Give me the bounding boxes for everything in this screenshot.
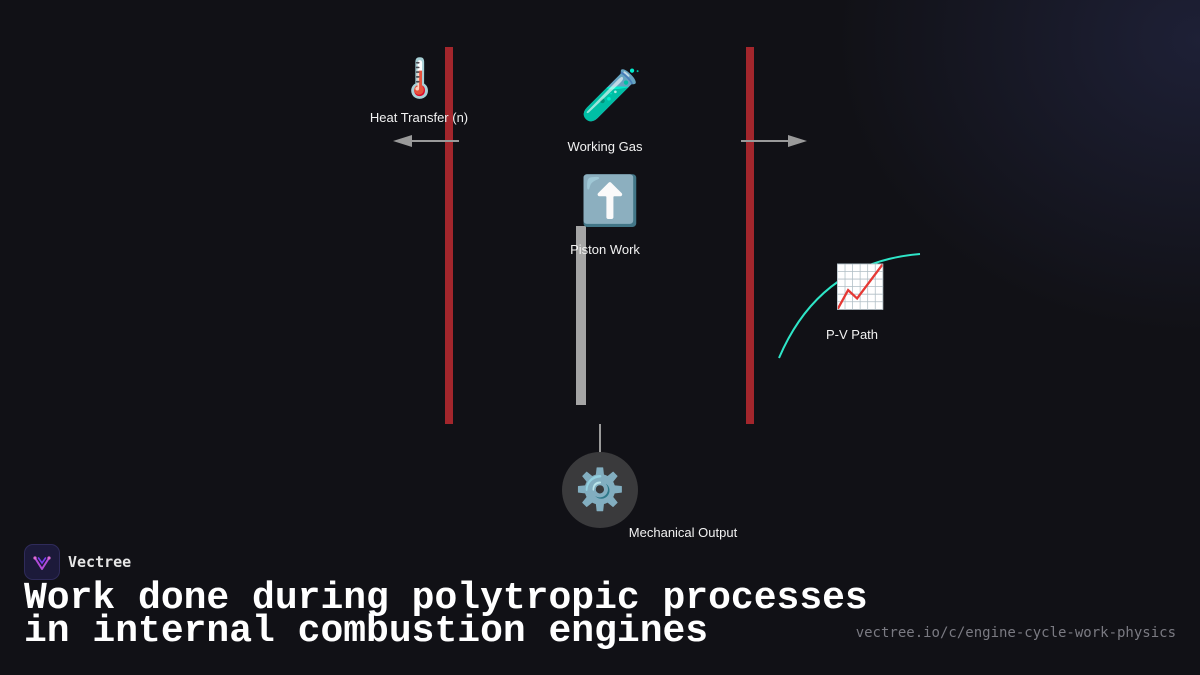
heat-out-arrow-right bbox=[741, 135, 807, 147]
chart-increasing-icon: 📈 bbox=[834, 263, 887, 310]
piston-work-label: Piston Work bbox=[570, 242, 640, 257]
pv-path-label: P-V Path bbox=[825, 327, 879, 342]
cylinder-wall-right bbox=[746, 47, 754, 424]
page-title: Work done during polytropic processes in… bbox=[24, 580, 868, 651]
brand: Vectree bbox=[24, 544, 131, 580]
vectree-logo-icon bbox=[24, 544, 60, 580]
heat-out-arrow-left bbox=[393, 135, 459, 147]
thermometer-icon: 🌡️ bbox=[396, 58, 444, 100]
source-url: vectree.io/c/engine-cycle-work-physics bbox=[855, 625, 1176, 641]
up-arrow-icon: ⬆️ bbox=[580, 175, 640, 228]
pv-curve bbox=[778, 253, 921, 359]
working-gas-label: Working Gas bbox=[567, 139, 643, 154]
crank-connector bbox=[599, 424, 601, 454]
title-line-2: in internal combustion engines bbox=[24, 610, 709, 653]
gear-icon: ⚙️ bbox=[575, 468, 625, 512]
piston-rod bbox=[576, 226, 586, 405]
mechanical-output-node: ⚙️ bbox=[562, 452, 638, 528]
mechanical-output-label: Mechanical Output bbox=[628, 525, 738, 540]
title-line-1: Work done during polytropic processes bbox=[24, 577, 868, 620]
brand-name: Vectree bbox=[68, 553, 132, 571]
heat-transfer-label: Heat Transfer (n) bbox=[369, 110, 469, 125]
cylinder-wall-left bbox=[445, 47, 453, 424]
test-tube-icon: 🧪 bbox=[580, 67, 643, 123]
